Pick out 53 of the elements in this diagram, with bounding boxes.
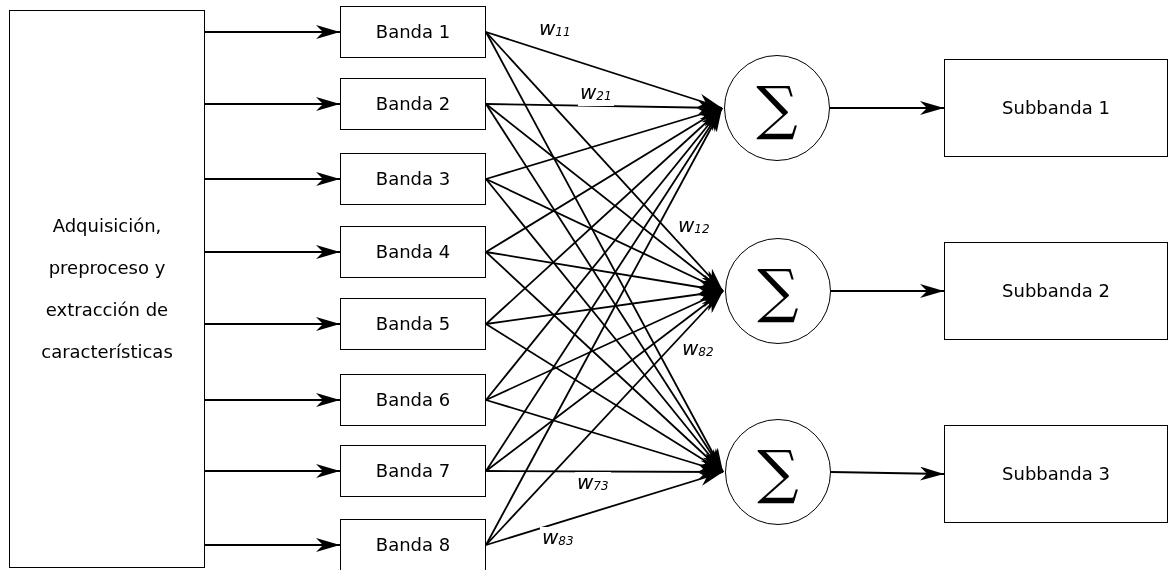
arrow bbox=[830, 284, 945, 298]
arrow bbox=[485, 287, 724, 325]
node-label: Adquisición, preproceso y extracción de características bbox=[40, 214, 174, 364]
arrow bbox=[204, 25, 341, 39]
node-label: Banda 1 bbox=[375, 20, 451, 44]
node-label: Banda 5 bbox=[375, 312, 451, 336]
node-label: Banda 2 bbox=[375, 92, 451, 116]
node-label: Banda 8 bbox=[375, 533, 451, 557]
band-box bbox=[340, 6, 486, 58]
node-label: ∑ bbox=[756, 78, 798, 138]
arrow bbox=[485, 107, 723, 401]
arrow bbox=[485, 290, 724, 546]
band-box bbox=[340, 445, 486, 497]
arrow bbox=[485, 107, 723, 546]
arrow bbox=[204, 245, 341, 259]
node-label: Banda 3 bbox=[375, 167, 451, 191]
arrow bbox=[204, 464, 341, 478]
band-box bbox=[340, 519, 486, 570]
arrow bbox=[829, 101, 945, 115]
arrow bbox=[204, 317, 341, 331]
arrow bbox=[204, 97, 341, 111]
node-label: Subbanda 2 bbox=[1002, 279, 1110, 303]
node-label: Subbanda 3 bbox=[1002, 462, 1110, 486]
arrow bbox=[485, 178, 724, 473]
node-label: Banda 7 bbox=[375, 459, 451, 483]
arrow bbox=[485, 290, 724, 472]
arrow bbox=[485, 31, 724, 473]
process-box bbox=[9, 10, 205, 568]
arrow bbox=[830, 466, 945, 481]
arrow bbox=[485, 178, 724, 292]
arrow bbox=[204, 538, 341, 552]
arrow bbox=[204, 172, 341, 186]
node-label: Subbanda 1 bbox=[1002, 96, 1110, 120]
output-box bbox=[944, 59, 1168, 157]
band-box bbox=[340, 374, 486, 426]
band-box bbox=[340, 226, 486, 278]
arrow bbox=[485, 290, 724, 401]
arrow bbox=[485, 251, 724, 473]
band-box bbox=[340, 78, 486, 130]
node-label: Banda 4 bbox=[375, 240, 451, 264]
arrow bbox=[485, 31, 723, 109]
output-box bbox=[944, 242, 1168, 340]
output-box bbox=[944, 425, 1168, 523]
node-label: Banda 6 bbox=[375, 388, 451, 412]
band-box bbox=[340, 153, 486, 205]
arrow bbox=[204, 393, 341, 407]
node-label: ∑ bbox=[757, 442, 799, 502]
arrow bbox=[485, 107, 723, 325]
arrow bbox=[485, 471, 724, 546]
band-box bbox=[340, 298, 486, 350]
arrow bbox=[485, 103, 724, 292]
node-label: ∑ bbox=[757, 261, 799, 321]
arrow bbox=[485, 31, 724, 292]
